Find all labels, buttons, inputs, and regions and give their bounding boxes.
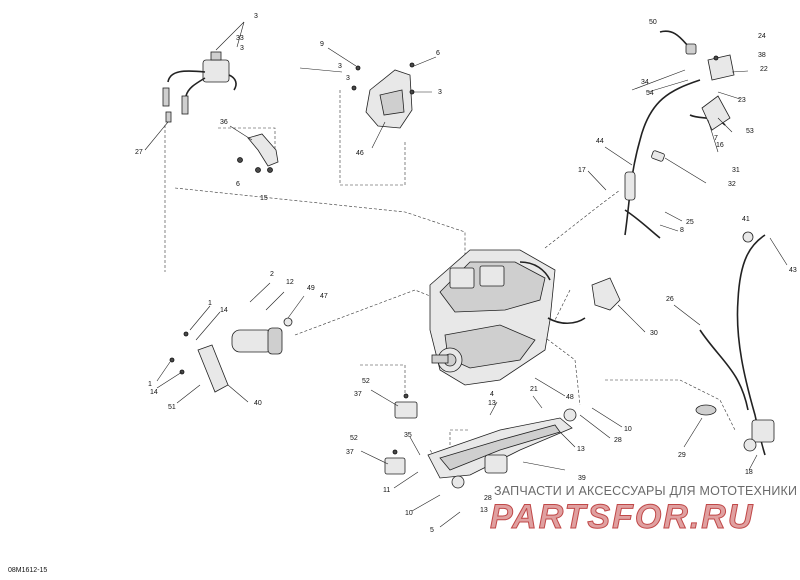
callout-24: 24 — [758, 33, 766, 40]
callout-51: 51 — [168, 404, 176, 411]
engine-mount-37b — [384, 449, 406, 475]
callout-48: 48 — [566, 394, 574, 401]
oil-tank-30 — [591, 277, 621, 311]
callout-31: 31 — [732, 167, 740, 174]
callout-10: 10 — [624, 426, 632, 433]
callout-1: 1 — [208, 300, 212, 307]
callout-2: 2 — [270, 271, 274, 278]
document-code: 08M1612-15 — [8, 567, 48, 574]
callout-6: 6 — [436, 50, 440, 57]
callout-17: 17 — [578, 167, 586, 174]
callout-53: 53 — [746, 128, 754, 135]
starter-motor-40 — [169, 282, 293, 403]
callout-8: 8 — [680, 227, 684, 234]
callout-37: 37 — [354, 391, 362, 398]
callout-3: 3 — [254, 13, 258, 20]
callout-34: 34 — [641, 79, 649, 86]
callout-41: 41 — [742, 216, 750, 223]
engine-mount-rail-39 — [427, 408, 577, 489]
callout-26: 26 — [666, 296, 674, 303]
callout-16: 16 — [716, 142, 724, 149]
callout-33: 33 — [236, 35, 244, 42]
ignition-coil-assembly — [162, 21, 245, 115]
callout-3: 3 — [438, 89, 442, 96]
callout-7: 7 — [714, 135, 718, 142]
callout-4: 4 — [490, 391, 494, 398]
callout-leaders — [156, 67, 788, 528]
lever-bracket-53 — [701, 95, 731, 131]
callout-15: 15 — [260, 195, 268, 202]
callout-40: 40 — [254, 400, 262, 407]
callout-13: 13 — [480, 507, 488, 514]
callout-9: 9 — [320, 41, 324, 48]
watermark-caption: ЗАПЧАСТИ И АКСЕССУАРЫ ДЛЯ МОТОТЕХНИКИ — [494, 484, 798, 498]
callout-numbers: 3 33 3 27 36 6 15 9 6 3 3 3 46 50 24 38 … — [135, 13, 797, 534]
callout-14: 14 — [220, 307, 228, 314]
partsfor-logo: PARTSFOR.RU — [490, 498, 754, 537]
callout-10: 10 — [405, 510, 413, 517]
spark-plug-27 — [144, 111, 172, 151]
callout-44: 44 — [596, 138, 604, 145]
callout-52: 52 — [362, 378, 370, 385]
callout-18: 18 — [745, 469, 753, 476]
callout-47: 47 — [320, 293, 328, 300]
callout-50: 50 — [649, 19, 657, 26]
callout-13: 13 — [577, 446, 585, 453]
callout-3: 3 — [346, 75, 350, 82]
callout-3: 3 — [338, 63, 342, 70]
callout-11: 11 — [383, 487, 390, 494]
engine-mount-37a — [394, 393, 418, 419]
callout-46: 46 — [356, 150, 364, 157]
bracket-36 — [229, 125, 279, 173]
callout-54: 54 — [646, 90, 654, 97]
callout-36: 36 — [220, 119, 228, 126]
callout-5: 5 — [430, 527, 434, 534]
engine-block — [429, 249, 586, 386]
callout-22: 22 — [760, 66, 768, 73]
callout-12: 12 — [286, 279, 294, 286]
callout-30: 30 — [650, 330, 658, 337]
callout-52: 52 — [350, 435, 358, 442]
callout-3: 3 — [240, 45, 244, 52]
callout-25: 25 — [686, 219, 694, 226]
mounting-bracket-46 — [327, 47, 437, 149]
svg-text:PARTSFOR.RU: PARTSFOR.RU — [490, 498, 754, 536]
callout-21: 21 — [530, 386, 538, 393]
callout-32: 32 — [728, 181, 736, 188]
callout-43: 43 — [789, 267, 797, 274]
callout-6: 6 — [236, 181, 240, 188]
callout-23: 23 — [738, 97, 746, 104]
callout-49: 49 — [307, 285, 315, 292]
callout-14: 14 — [150, 389, 158, 396]
callout-38: 38 — [758, 52, 766, 59]
wire-harness-50 — [659, 30, 697, 55]
callout-37: 37 — [346, 449, 354, 456]
callout-13: 13 — [488, 400, 496, 407]
callout-29: 29 — [678, 452, 686, 459]
callout-27: 27 — [135, 149, 143, 156]
throttle-housing-38 — [707, 54, 735, 81]
callout-1: 1 — [148, 381, 152, 388]
callout-28: 28 — [484, 495, 492, 502]
throttle-cable-44 — [624, 79, 726, 239]
callout-39: 39 — [578, 475, 586, 482]
callout-28: 28 — [614, 437, 622, 444]
choke-cable-18 — [695, 231, 775, 456]
callout-35: 35 — [404, 432, 412, 439]
